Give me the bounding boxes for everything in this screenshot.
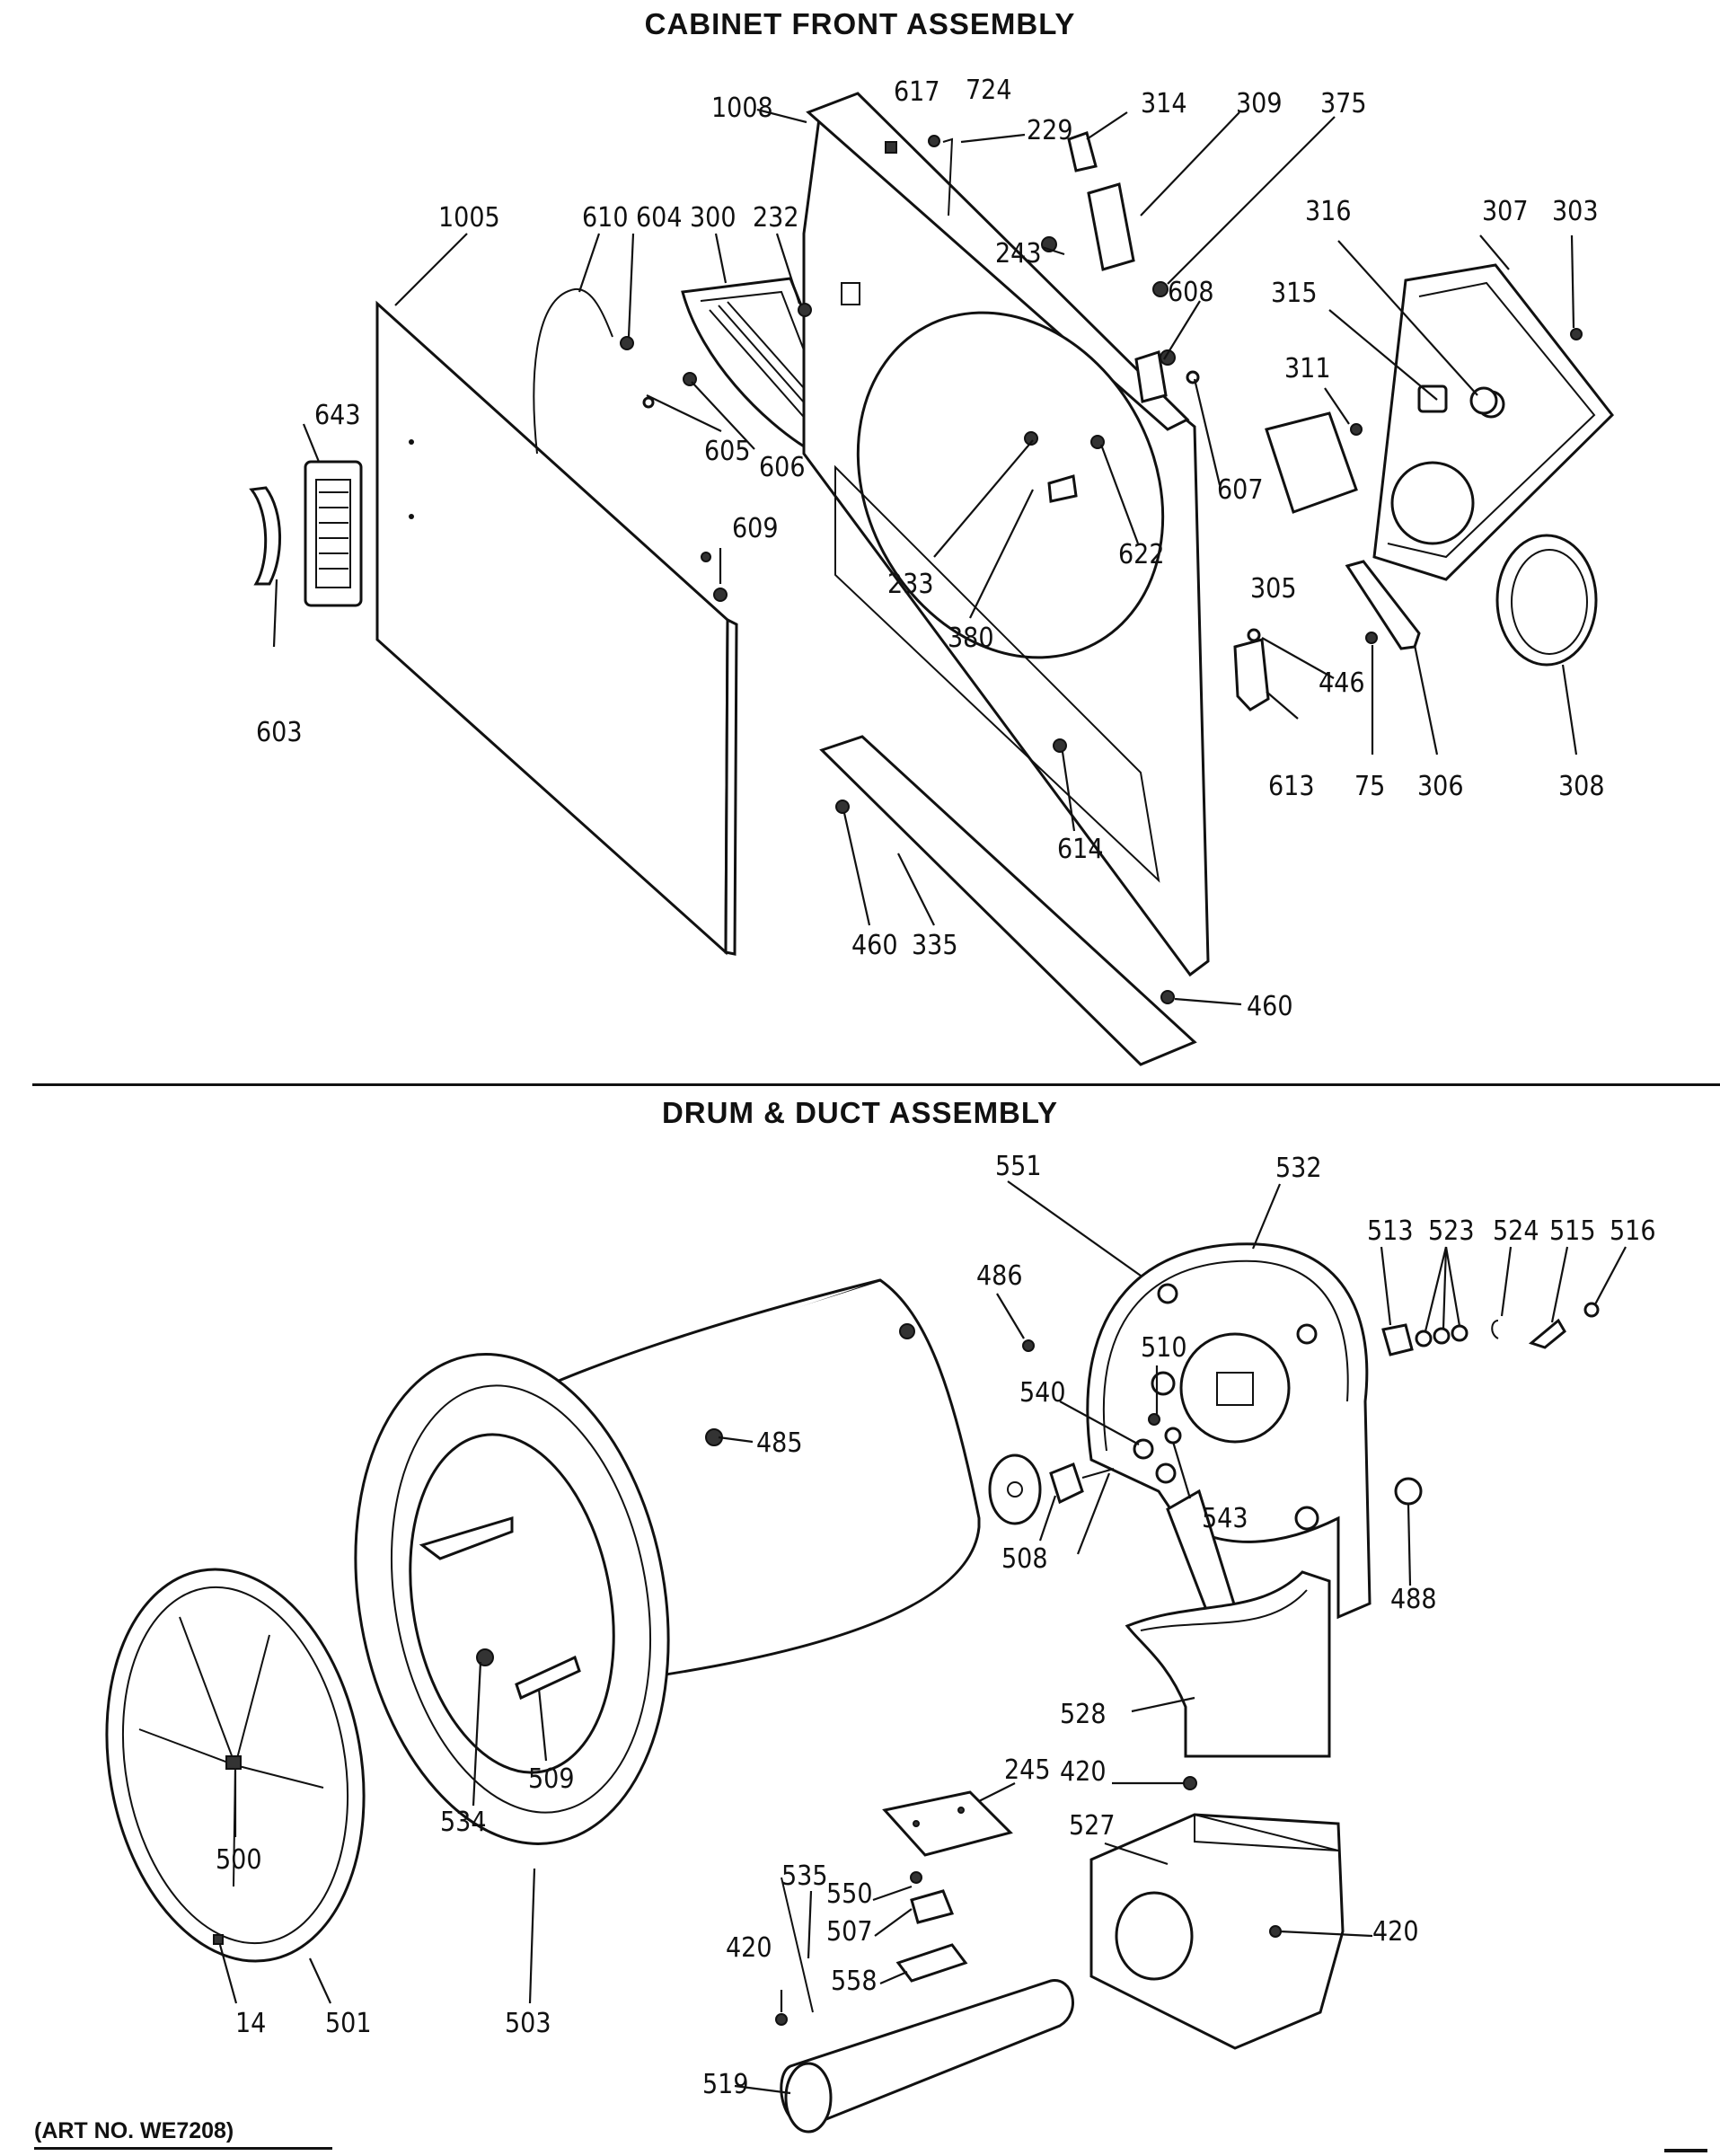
duct-527 [1089,1813,1345,2050]
toe-plate-335 [819,735,1197,1066]
drum-front-seal-501 [105,1568,366,1963]
label-617: 617 [894,76,940,108]
leader-lines-drum [218,1180,1627,2095]
label-375: 375 [1320,88,1367,119]
label-519: 519 [702,2069,749,2100]
label-233: 233 [887,569,934,600]
label-335: 335 [912,930,958,961]
label-513: 513 [1367,1215,1414,1247]
label-643: 643 [314,400,361,431]
label-300: 300 [690,202,737,234]
pulley-508 [988,1454,1115,1525]
label-509: 509 [528,1763,575,1795]
label-460-b: 460 [1247,991,1293,1022]
heater-519 [775,1776,1197,2134]
label-75: 75 [1354,771,1385,802]
section-title-cabinet-front: CABINET FRONT ASSEMBLY [644,7,1076,40]
label-446: 446 [1319,667,1365,699]
bracket-613 [1233,628,1270,711]
label-315: 315 [1271,278,1318,309]
label-724: 724 [966,75,1012,106]
label-460-a: 460 [851,930,898,961]
label-488: 488 [1390,1584,1437,1615]
label-306: 306 [1417,771,1464,802]
rear-bulkhead-532 [1086,1242,1372,1628]
label-420-a: 420 [1060,1756,1107,1788]
label-229: 229 [1027,115,1073,146]
front-panel-1005 [375,300,738,956]
label-232: 232 [753,202,799,234]
label-501: 501 [325,2008,372,2039]
art-number: (ART NO. WE7208) [34,2118,234,2143]
section-title-drum-duct: DRUM & DUCT ASSEMBLY [661,1096,1059,1129]
duct-528 [1125,1570,1331,1758]
label-503: 503 [505,2008,551,2039]
cover-305 [1265,411,1363,514]
rear-hardware [1022,1302,1600,1506]
drum-503 [354,1278,981,1845]
vent-grille-643 [304,460,363,607]
label-607: 607 [1217,474,1264,506]
part-labels-drum: 551 532 513 523 524 515 516 486 510 485 … [216,1151,1656,2100]
label-608: 608 [1168,277,1214,308]
label-540: 540 [1019,1377,1066,1409]
section-divider [32,1083,1720,1086]
bracket-306 [1345,560,1421,650]
label-543: 543 [1202,1503,1248,1534]
label-551: 551 [995,1151,1042,1182]
wire-harness-610 [533,287,613,455]
label-311: 311 [1284,353,1331,384]
label-420-b: 420 [726,1932,772,1964]
label-1005: 1005 [438,202,500,234]
label-550: 550 [826,1878,873,1910]
label-523: 523 [1428,1215,1475,1247]
label-535: 535 [781,1860,828,1892]
label-1008: 1008 [711,93,773,124]
label-614: 614 [1057,834,1104,865]
label-532: 532 [1275,1153,1322,1184]
label-516: 516 [1610,1215,1656,1247]
label-305: 305 [1250,573,1297,605]
label-14: 14 [235,2008,266,2039]
label-508: 508 [1001,1543,1048,1575]
corner-mark [1664,2149,1707,2152]
label-527: 527 [1069,1810,1116,1842]
label-528: 528 [1060,1699,1107,1730]
handle-603 [249,486,282,586]
label-309: 309 [1236,88,1283,119]
label-500: 500 [216,1844,262,1876]
label-610: 610 [582,202,629,234]
label-534: 534 [440,1807,487,1838]
label-603: 603 [256,717,303,748]
label-314: 314 [1141,88,1187,119]
label-613: 613 [1268,771,1315,802]
label-605: 605 [704,436,751,467]
label-524: 524 [1493,1215,1539,1247]
label-316: 316 [1305,196,1352,227]
label-485: 485 [756,1427,803,1459]
label-303: 303 [1552,196,1599,227]
label-486: 486 [976,1260,1023,1292]
label-510: 510 [1141,1332,1187,1364]
part-labels-cabinet: 1008 617 724 229 314 309 375 1005 610 60… [256,75,1605,1022]
label-420-c: 420 [1372,1916,1419,1948]
leader-lines-cabinet [272,108,1578,1006]
label-558: 558 [831,1966,878,1997]
seal-308 [1495,534,1598,667]
label-609: 609 [732,513,779,544]
label-380: 380 [948,623,994,654]
art-number-underline [34,2147,332,2150]
label-606: 606 [759,452,806,483]
label-604: 604 [636,202,683,234]
label-243: 243 [995,238,1042,270]
label-515: 515 [1549,1215,1596,1247]
duct-assembly-307 [1372,263,1615,581]
label-507: 507 [826,1916,873,1948]
label-245: 245 [1004,1754,1051,1786]
plate-245 [882,1790,1013,1857]
label-307: 307 [1482,196,1529,227]
label-622: 622 [1118,539,1165,570]
label-308: 308 [1558,771,1605,802]
